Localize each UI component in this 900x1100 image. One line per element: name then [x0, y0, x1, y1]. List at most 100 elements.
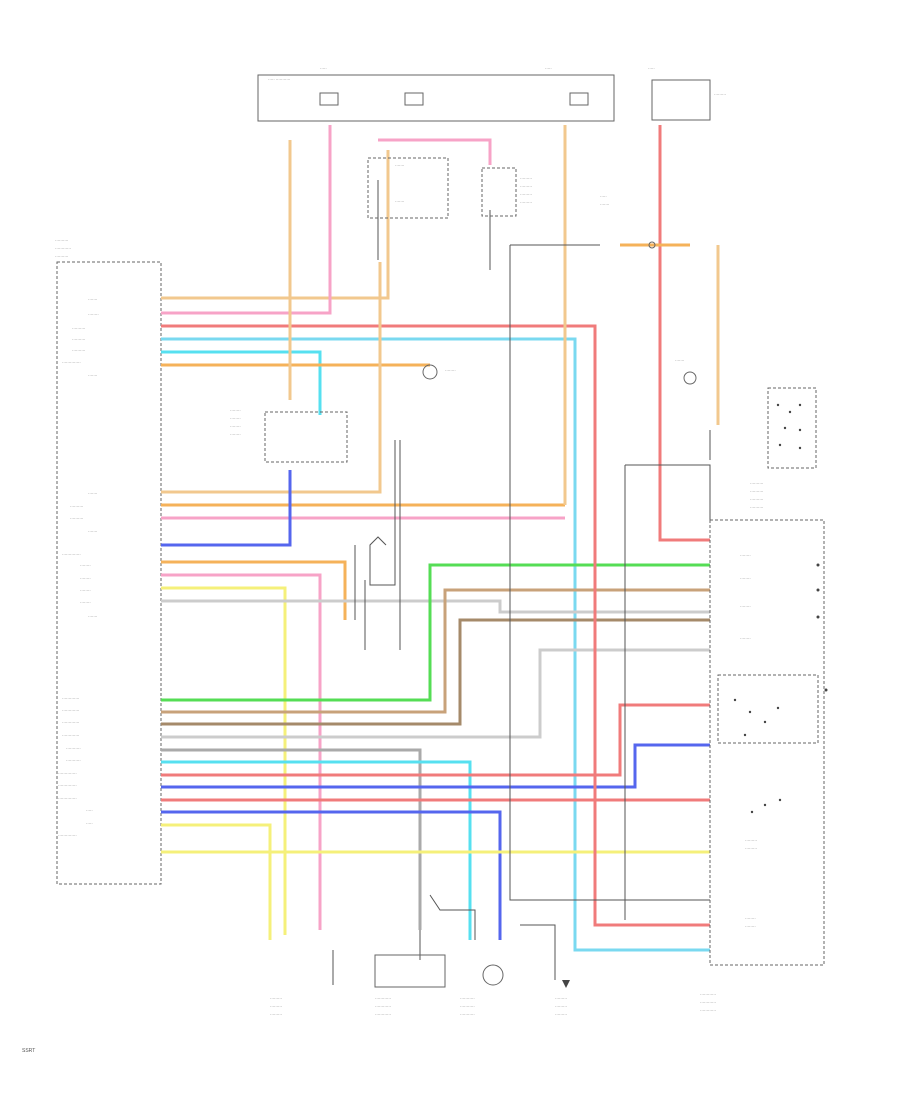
svg-text:·······: ······· [395, 199, 404, 204]
wire-tan-1 [161, 150, 390, 300]
svg-text:·······: ······· [88, 373, 97, 378]
wire-yellow-3 [161, 823, 272, 940]
svg-text:··········: ·········· [750, 489, 763, 494]
control-module-box: ·········· ············ ·········· [55, 238, 162, 885]
svg-text:·········: ········· [555, 1012, 567, 1017]
wire-red-right [593, 520, 710, 927]
svg-text:·······: ······· [88, 529, 97, 534]
svg-text:··········: ·········· [750, 505, 763, 510]
svg-text:·······: ······· [88, 491, 97, 496]
svg-text:·········: ········· [270, 1004, 282, 1009]
pressure-switch: ········ ········ ········ ········ [230, 408, 348, 463]
svg-text:·········: ········· [714, 92, 726, 97]
svg-text:············: ············ [700, 1008, 716, 1013]
thin-wires [354, 180, 711, 980]
wire-pink-3 [161, 573, 322, 930]
svg-text:········: ········ [745, 924, 756, 929]
svg-text:··············: ·············· [62, 360, 81, 365]
wire-red-3 [161, 703, 710, 777]
svg-text:···········: ··········· [66, 758, 81, 763]
svg-text:·············: ············· [62, 708, 79, 713]
svg-text:········: ········ [745, 916, 756, 921]
svg-text:··········: ·········· [55, 254, 68, 259]
svg-text:········: ········ [740, 576, 751, 581]
svg-text:·····: ····· [86, 808, 93, 813]
svg-text:·····: ····· [600, 194, 607, 199]
fuse-block: ····· ··········· ····· ····· [257, 66, 615, 122]
wire-brown-4 [161, 618, 710, 726]
svg-text:··········: ·········· [72, 326, 85, 331]
svg-text:········: ········ [230, 416, 241, 421]
wire-blue-3 [161, 743, 710, 789]
wire-gray-2 [161, 599, 710, 614]
wires-block-3 [161, 563, 710, 940]
svg-text:·······: ······· [600, 202, 609, 207]
svg-text:············: ············ [375, 996, 391, 1001]
svg-text:·······: ······· [88, 614, 97, 619]
svg-text:········: ········ [230, 432, 241, 437]
wire-green-3 [161, 563, 710, 702]
svg-text:··············: ·············· [58, 783, 77, 788]
wire-cyan-3 [161, 760, 472, 940]
svg-text:···········: ··········· [460, 1004, 475, 1009]
ecm-pin-labels: ······· ········ ·········· ·········· ·… [58, 297, 99, 838]
svg-text:·············: ············· [62, 696, 79, 701]
svg-text:··········: ·········· [70, 516, 83, 521]
wire-pink-right [658, 125, 710, 542]
wire-pink-1 [161, 125, 332, 315]
brake-switch: ····· ······· [600, 194, 656, 249]
svg-text:·············: ············· [62, 733, 79, 738]
svg-text:·········: ········· [555, 996, 567, 1001]
svg-text:········: ········ [230, 424, 241, 429]
wire-orange-3 [161, 560, 347, 620]
svg-text:··············: ·············· [58, 796, 77, 801]
svg-text:·····: ····· [545, 66, 552, 71]
svg-text:·········: ········· [520, 192, 532, 197]
wire-cyan-1 [161, 350, 322, 415]
wire-yellow-2 [161, 586, 287, 935]
svg-text:··········: ·········· [70, 504, 83, 509]
svg-text:·········: ········· [520, 200, 532, 205]
svg-text:··············: ·············· [58, 771, 77, 776]
svg-text:··············: ·············· [58, 833, 77, 838]
relay-block-right: ····· ········· [648, 66, 726, 121]
svg-text:········: ········ [740, 604, 751, 609]
vss-sensor: ········ [422, 364, 456, 380]
svg-text:·········: ········· [520, 184, 532, 189]
svg-text:·····: ····· [86, 821, 93, 826]
clutch-switch: ······· [675, 358, 697, 385]
svg-text:········: ········ [740, 553, 751, 558]
svg-text:········: ········ [445, 368, 456, 373]
svg-text:········: ········ [740, 636, 751, 641]
wire-red-1 [161, 324, 597, 520]
transmission-relay: ········· ········· ········· ········· [481, 167, 532, 217]
wires-block-2 [161, 262, 710, 935]
svg-text:········: ········ [80, 600, 91, 605]
page-code: SSRT [22, 1048, 35, 1054]
wire-tan-2 [161, 262, 382, 494]
svg-text:·······: ······· [675, 358, 684, 363]
svg-text:·······: ······· [395, 163, 404, 168]
svg-text:·····: ····· [320, 66, 327, 71]
wire-gray-4 [161, 748, 422, 930]
svg-text:·····: ····· [648, 66, 655, 71]
svg-text:··········: ·········· [72, 337, 85, 342]
wire-blue-4 [161, 810, 502, 940]
svg-text:············: ············ [375, 1004, 391, 1009]
svg-text:········: ········ [80, 563, 91, 568]
svg-text:··········: ·········· [72, 348, 85, 353]
transmission-box: ·········· ·········· ·········· ·······… [709, 481, 828, 966]
svg-text:···········: ··········· [66, 746, 81, 751]
wire-pink-top [378, 138, 492, 165]
wire-lightblue-1 [161, 337, 710, 952]
svg-text:············: ············ [375, 1012, 391, 1017]
wire-brown-3 [161, 588, 710, 714]
svg-text:····· ···········: ····· ··········· [268, 77, 290, 82]
svg-text:············: ············ [700, 992, 716, 997]
svg-text:·········: ········· [745, 846, 757, 851]
svg-text:········: ········ [80, 576, 91, 581]
svg-text:··············: ·············· [62, 552, 81, 557]
svg-text:···········: ··········· [460, 996, 475, 1001]
svg-text:········: ········ [80, 588, 91, 593]
